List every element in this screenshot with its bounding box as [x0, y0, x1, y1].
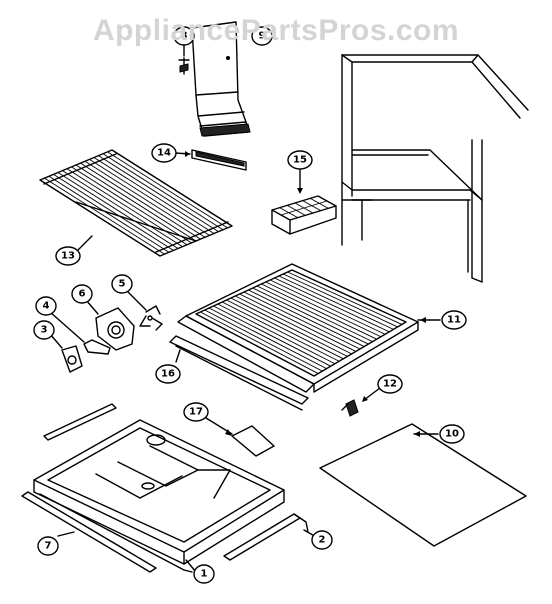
part-14-bracket — [174, 149, 247, 171]
callout-13: 13 — [55, 246, 81, 266]
callout-14: 14 — [151, 143, 177, 163]
callout-8-label: 8 — [181, 31, 188, 42]
callout-2: 2 — [311, 530, 333, 550]
callout-15-label: 15 — [293, 155, 307, 166]
callout-8: 8 — [173, 26, 195, 46]
callout-4: 4 — [35, 296, 57, 316]
callout-11: 11 — [441, 310, 467, 330]
callout-10: 10 — [439, 424, 465, 444]
callout-3-label: 3 — [41, 325, 48, 336]
callout-12-label: 12 — [383, 379, 397, 390]
cabinet-outline — [341, 54, 529, 283]
part-13-wire-shelf — [39, 149, 233, 257]
part-12-clip — [341, 387, 381, 417]
callout-5-label: 5 — [119, 279, 126, 290]
part-17-pad — [205, 417, 275, 457]
part-3-motor — [49, 333, 83, 373]
callout-10-label: 10 — [445, 429, 459, 440]
part-15-ice-tray — [271, 169, 337, 235]
part-10-panel — [319, 423, 527, 547]
callout-9-label: 9 — [259, 31, 266, 42]
callout-16: 16 — [155, 364, 181, 384]
callout-17-label: 17 — [189, 407, 203, 418]
part-2-rail — [223, 513, 319, 561]
callout-6-label: 6 — [79, 289, 86, 300]
callout-6: 6 — [71, 284, 93, 304]
callout-3: 3 — [33, 320, 55, 340]
part-11-glass-shelf — [177, 263, 441, 393]
callout-1: 1 — [193, 564, 215, 584]
part-6-fan-bracket — [85, 299, 135, 351]
callout-14-label: 14 — [157, 148, 171, 159]
callout-5: 5 — [111, 274, 133, 294]
part-5-fan-blade — [127, 291, 163, 331]
callout-7-label: 7 — [45, 541, 52, 552]
callout-7: 7 — [37, 536, 59, 556]
back-rail — [43, 403, 117, 441]
part-8-screw — [178, 43, 190, 75]
part-16-trim — [169, 335, 309, 411]
part-9-panel — [191, 21, 251, 137]
callout-2-label: 2 — [319, 535, 326, 546]
callout-13-label: 13 — [61, 251, 75, 262]
part-7-rail — [21, 491, 157, 573]
callout-1-label: 1 — [201, 569, 208, 580]
callout-12: 12 — [377, 374, 403, 394]
callout-4-label: 4 — [43, 301, 50, 312]
callout-9: 9 — [251, 26, 273, 46]
callout-16-label: 16 — [161, 369, 175, 380]
part-4-motor-mount — [49, 311, 111, 355]
callout-17: 17 — [183, 402, 209, 422]
callout-15: 15 — [287, 150, 313, 170]
drain-pan — [33, 419, 285, 573]
callout-11-label: 11 — [447, 315, 461, 326]
